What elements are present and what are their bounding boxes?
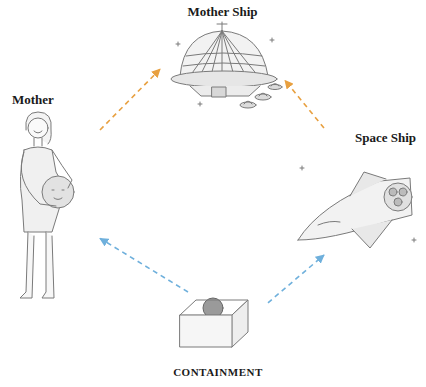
spaceship-window [318,221,340,225]
engine-nozzle [389,188,397,196]
illustrated-concept: CONTAINMENT [168,292,268,382]
small-saucer [259,93,267,96]
box-front [180,315,232,347]
illustrated-concept: Mother Ship [160,2,285,114]
small-saucer [240,102,256,108]
antenna [217,24,227,25]
star [300,166,416,242]
small-saucer [271,84,279,87]
illustrated-concept: Mother [8,90,100,305]
antenna [222,22,223,31]
box-side [232,300,248,347]
small-saucer [255,94,271,100]
mothership-dome [180,31,268,76]
illustrated-concept: Space Ship [300,128,420,255]
star [176,38,274,106]
mother-hair [26,112,51,144]
concept-label: CONTAINMENT [172,365,264,380]
baby-ball [42,176,74,208]
small-saucer [244,101,252,104]
baby-face [52,190,64,200]
engine-nozzle [399,188,407,196]
dashed-arrow [100,69,160,130]
concept-label: Mother [12,92,96,107]
mothership-hatch [212,87,226,97]
spaceship-fins [350,172,392,248]
spaceship-engine [384,183,412,211]
dashed-arrow [268,255,324,303]
mother-smile [34,131,42,133]
small-saucer [268,85,282,90]
mothership-rim [171,71,277,87]
mother-neck [34,138,42,146]
mother-arms [21,150,72,206]
mother-head [28,118,48,138]
mothership-base [190,86,260,96]
dashed-arrow [285,80,324,128]
concept-label: Space Ship [304,130,416,145]
concept-label: Mother Ship [164,4,281,19]
mother-legs [20,232,54,298]
dome-bands [183,53,265,66]
engine-nozzle [394,198,402,206]
dashed-arrow [100,238,188,292]
